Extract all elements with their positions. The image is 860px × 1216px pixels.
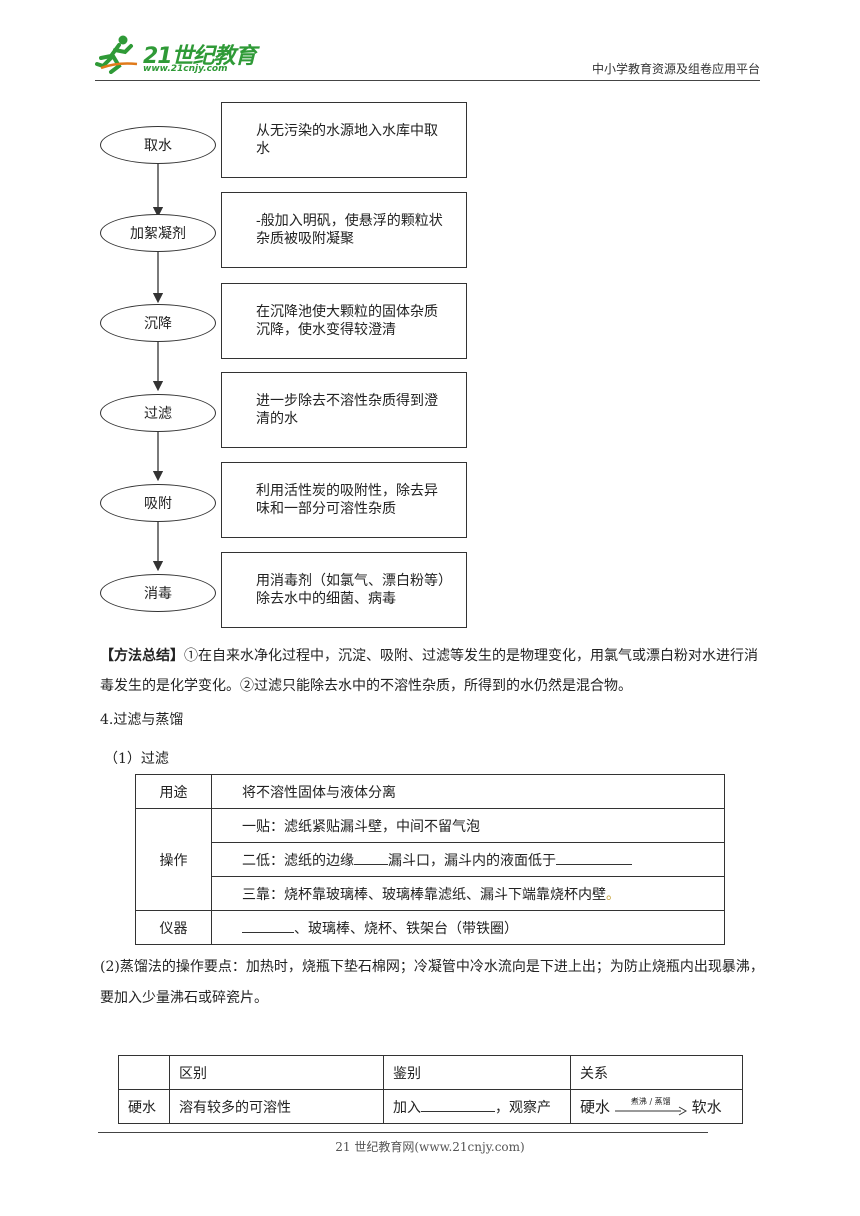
table-row: 二低：滤纸的边缘 漏斗口，漏斗内的液面低于 bbox=[136, 842, 725, 877]
step-label: 取水 bbox=[144, 138, 172, 154]
table-cell: 二低：滤纸的边缘 漏斗口，漏斗内的液面低于 bbox=[211, 842, 725, 877]
step-description: 从无污染的水源地入水库中取水 bbox=[256, 123, 438, 157]
step-label: 过滤 bbox=[144, 406, 172, 422]
paragraph-text: (2)蒸馏法的操作要点：加热时，烧瓶下垫石棉网；冷凝管中冷水流向是下进上出；为防… bbox=[100, 959, 764, 1006]
logo-url: www.21cnjy.com bbox=[143, 64, 228, 74]
step-label: 沉降 bbox=[144, 316, 172, 332]
table-cell: 一贴：滤纸紧贴漏斗壁，中间不留气泡 bbox=[211, 808, 725, 843]
relation-cell: 硬水 煮沸 / 蒸馏 软水 bbox=[570, 1089, 743, 1124]
step-description: 进一步除去不溶性杂质得到澄清的水 bbox=[256, 393, 438, 427]
relation-right: 软水 bbox=[691, 1098, 722, 1116]
table-cell: 硬水 bbox=[118, 1089, 170, 1124]
step-description-box: -般加入明矾，使悬浮的颗粒状杂质被吸附凝聚 bbox=[221, 192, 467, 268]
table-cell: 三靠：烧杯靠玻璃棒、玻璃棒靠滤纸、漏斗下端靠烧杯内壁。 bbox=[211, 876, 725, 911]
table-header-cell: 关系 bbox=[570, 1055, 743, 1090]
cell-text: 二低：滤纸的边缘 bbox=[242, 852, 354, 869]
fill-blank[interactable] bbox=[242, 918, 294, 933]
table-row: 操作 一贴：滤纸紧贴漏斗壁，中间不留气泡 bbox=[135, 808, 725, 911]
page-footer[interactable]: 21 世纪教育网(www.21cnjy.com) bbox=[335, 1140, 525, 1154]
distillation-paragraph: (2)蒸馏法的操作要点：加热时，烧瓶下垫石棉网；冷凝管中冷水流向是下进上出；为防… bbox=[100, 952, 765, 1014]
step-description-box: 在沉降池使大颗粒的固体杂质沉降，使水变得较澄清 bbox=[221, 283, 467, 359]
table-cell: 操作 bbox=[135, 808, 212, 911]
subsection-heading: （1）过滤 bbox=[104, 751, 169, 767]
step-node: 吸附 bbox=[100, 484, 216, 522]
cell-text: 三靠：烧杯靠玻璃棒、玻璃棒靠滤纸、漏斗下端靠烧杯内壁 bbox=[242, 886, 606, 903]
step-description: 在沉降池使大颗粒的固体杂质沉降，使水变得较澄清 bbox=[256, 304, 438, 338]
table-cell: 仪器 bbox=[135, 910, 212, 945]
site-logo[interactable]: 21世纪教育 www.21cnjy.com bbox=[95, 34, 265, 78]
cell-text: 漏斗口，漏斗内的液面低于 bbox=[388, 852, 556, 869]
page-header: 21世纪教育 www.21cnjy.com 中小学教育资源及组卷应用平台 bbox=[95, 34, 760, 81]
summary-text: ①在自来水净化过程中，沉淀、吸附、过滤等发生的是物理变化，用氯气或漂白粉对水进行… bbox=[100, 648, 758, 694]
fill-blank[interactable] bbox=[421, 1097, 495, 1112]
step-description-box: 进一步除去不溶性杂质得到澄清的水 bbox=[221, 372, 467, 448]
platform-title: 中小学教育资源及组卷应用平台 bbox=[591, 62, 760, 76]
runner-logo-icon bbox=[95, 35, 138, 74]
table-row: 仪器 、玻璃棒、烧杯、铁架台（带铁圈） bbox=[135, 910, 725, 945]
table-row: 三靠：烧杯靠玻璃棒、玻璃棒靠滤纸、漏斗下端靠烧杯内壁。 bbox=[136, 876, 725, 911]
table-header-cell: 区别 bbox=[169, 1055, 384, 1090]
right-arrow-icon bbox=[614, 1106, 687, 1116]
filtration-table: 用途 将不溶性固体与液体分离 操作 一贴：滤纸紧贴漏斗壁，中间不留气泡 二低：滤… bbox=[135, 774, 725, 945]
cell-text: ，观察产 bbox=[495, 1099, 551, 1116]
cell-text: 。 bbox=[606, 886, 620, 903]
step-description-box: 用消毒剂（如氯气、漂白粉等）除去水中的细菌、病毒 bbox=[221, 552, 467, 628]
step-node: 沉降 bbox=[100, 304, 216, 342]
logo-title: 21世纪教育 bbox=[143, 44, 257, 69]
section-title: 4.过滤与蒸馏 bbox=[100, 705, 765, 735]
step-node: 取水 bbox=[100, 126, 216, 164]
cell-text: 、玻璃棒、烧杯、铁架台（带铁圈） bbox=[294, 920, 518, 937]
table-cell: 、玻璃棒、烧杯、铁架台（带铁圈） bbox=[211, 910, 725, 945]
step-node: 过滤 bbox=[100, 394, 216, 432]
step-label: 吸附 bbox=[144, 496, 172, 512]
table-header-cell: 鉴别 bbox=[383, 1055, 571, 1090]
table-cell: 加入 ，观察产 bbox=[383, 1089, 571, 1124]
relation-left: 硬水 bbox=[580, 1098, 611, 1116]
step-description: 利用活性炭的吸附性，除去异味和一部分可溶性杂质 bbox=[256, 483, 438, 517]
step-description-box: 从无污染的水源地入水库中取水 bbox=[221, 102, 467, 178]
subsection-filtration: （1）过滤 bbox=[104, 744, 769, 774]
footer-divider bbox=[98, 1132, 708, 1133]
table-row: 硬水 溶有较多的可溶性 加入 ，观察产 硬水 煮沸 / 蒸馏 软水 bbox=[118, 1089, 743, 1124]
table-cell: 将不溶性固体与液体分离 bbox=[211, 774, 725, 809]
summary-title: 【方法总结】 bbox=[100, 648, 184, 664]
arrow-label: 煮沸 / 蒸馏 bbox=[630, 1097, 671, 1106]
step-description: 用消毒剂（如氯气、漂白粉等）除去水中的细菌、病毒 bbox=[256, 573, 445, 607]
table-cell: 用途 bbox=[135, 774, 212, 809]
header-divider bbox=[95, 80, 760, 81]
relation-arrow: 煮沸 / 蒸馏 bbox=[614, 1097, 687, 1116]
fill-blank[interactable] bbox=[556, 850, 632, 865]
step-description: -般加入明矾，使悬浮的颗粒状杂质被吸附凝聚 bbox=[256, 213, 443, 247]
hard-soft-water-table: 区别 鉴别 关系 硬水 溶有较多的可溶性 加入 ，观察产 硬水 煮沸 / 蒸馏 软… bbox=[118, 1055, 743, 1124]
step-node: 加絮凝剂 bbox=[100, 214, 216, 252]
step-label: 消毒 bbox=[144, 586, 172, 602]
section-heading: 4.过滤与蒸馏 bbox=[100, 712, 184, 728]
method-summary: 【方法总结】①在自来水净化过程中，沉淀、吸附、过滤等发生的是物理变化，用氯气或漂… bbox=[100, 641, 765, 701]
cell-text: 加入 bbox=[393, 1099, 421, 1116]
table-header-cell bbox=[118, 1055, 170, 1090]
table-row: 用途 将不溶性固体与液体分离 bbox=[135, 774, 725, 809]
water-purification-flowchart: 取水 从无污染的水源地入水库中取水 加絮凝剂 -般加入明矾，使悬浮的颗粒状杂质被… bbox=[98, 100, 478, 635]
table-header-row: 区别 鉴别 关系 bbox=[118, 1055, 743, 1090]
table-cell: 溶有较多的可溶性 bbox=[169, 1089, 384, 1124]
step-node: 消毒 bbox=[100, 574, 216, 612]
step-label: 加絮凝剂 bbox=[130, 226, 186, 242]
fill-blank[interactable] bbox=[354, 850, 388, 865]
step-description-box: 利用活性炭的吸附性，除去异味和一部分可溶性杂质 bbox=[221, 462, 467, 538]
